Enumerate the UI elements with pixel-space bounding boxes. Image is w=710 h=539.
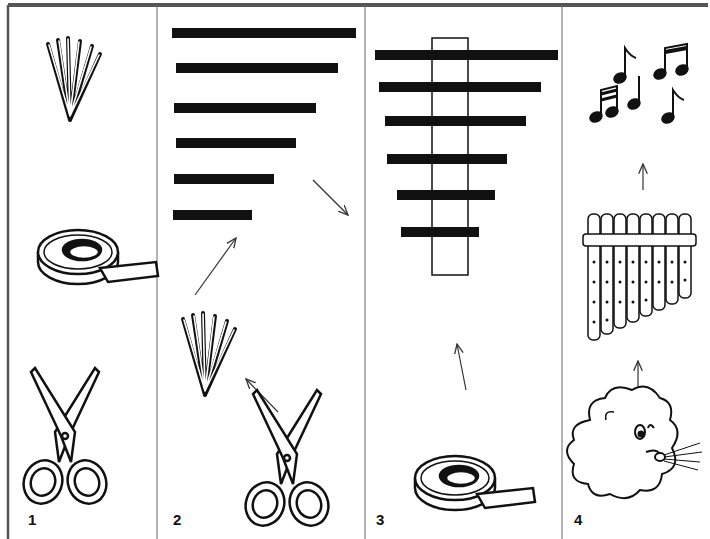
taped-straws [375,50,558,237]
pan-flute [583,214,696,340]
wind-cloud [567,386,702,498]
step-number: 3 [376,512,384,527]
step-number: 2 [173,512,181,527]
straws [183,313,235,395]
cut-straws [172,28,356,220]
step-arrow [195,164,643,412]
scissors [240,390,335,531]
straws [48,38,100,120]
scissors [18,368,113,509]
tape-roll [415,456,535,510]
music-notes [589,44,690,125]
step-number: 4 [574,512,582,527]
step-number: 1 [28,512,36,527]
tape-strip [432,38,468,275]
panel-frame [8,5,708,539]
tape-roll [38,230,158,284]
